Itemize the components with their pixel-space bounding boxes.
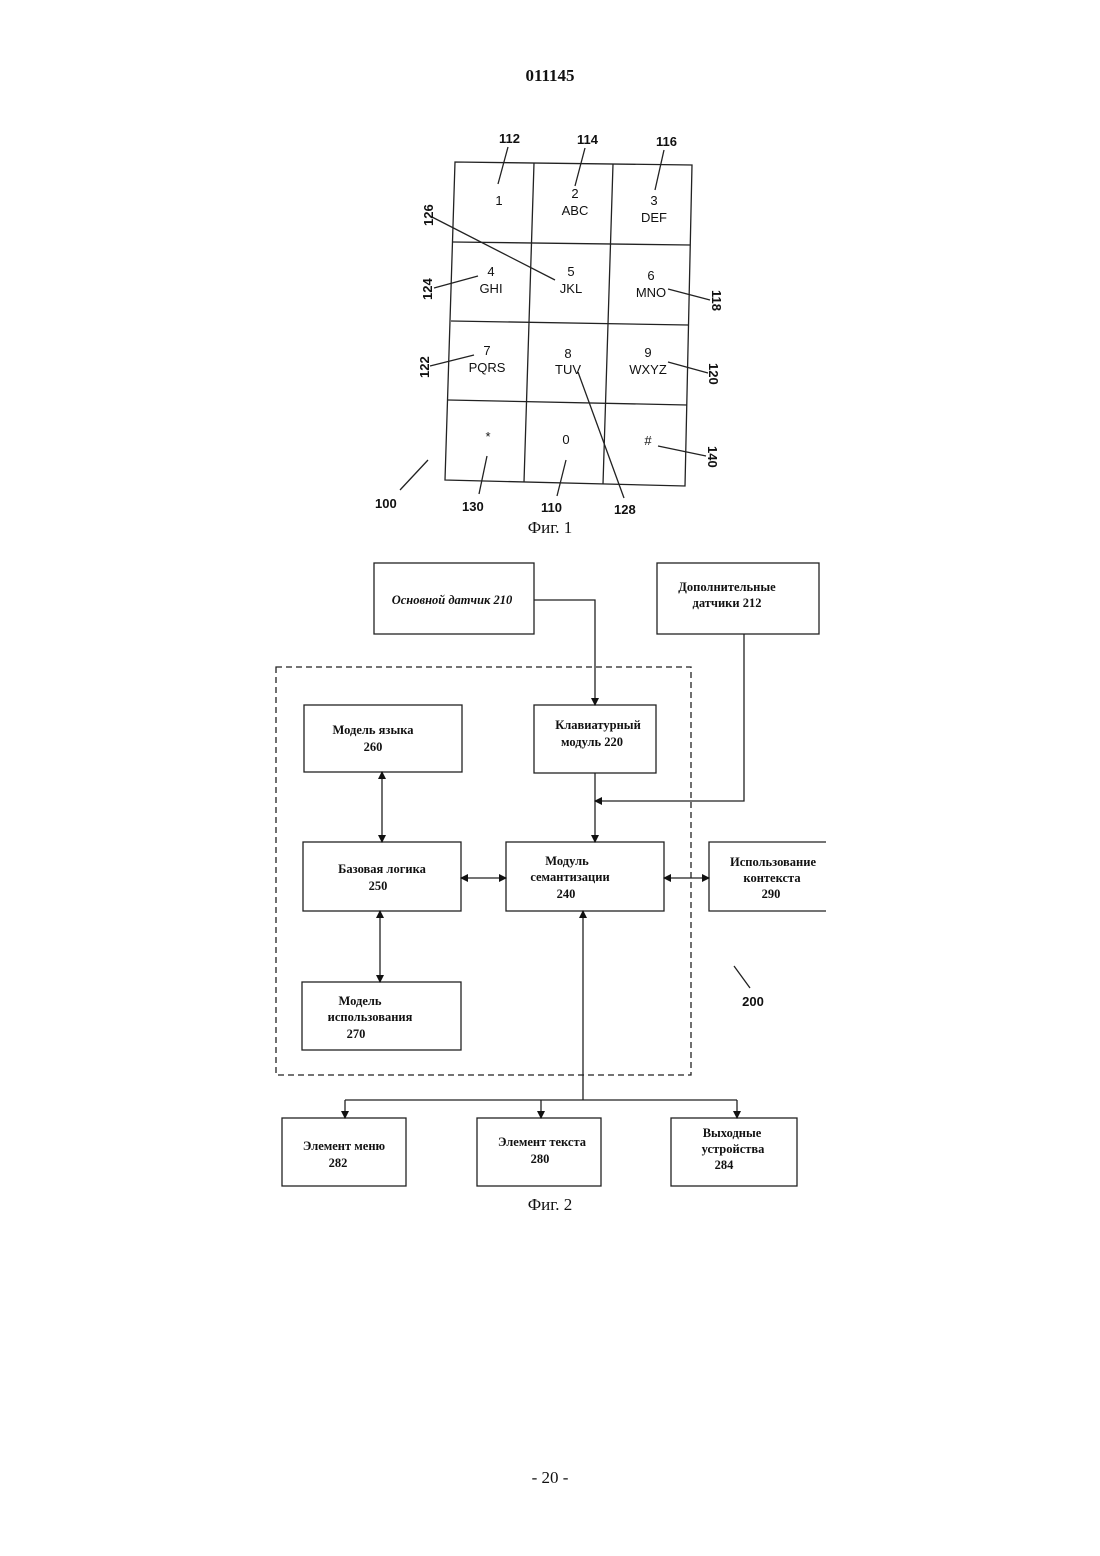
label-output-devices-line2: устройства — [702, 1142, 766, 1156]
leader-140 — [658, 446, 706, 456]
leader-110 — [557, 460, 566, 496]
key-0: 0 — [562, 432, 569, 447]
label-keyboard-module-line2: модуль 220 — [561, 735, 623, 749]
block-base-logic — [303, 842, 461, 911]
ref-122: 122 — [417, 356, 432, 378]
key-2: 2 — [571, 186, 578, 201]
keypad-row-divider-2 — [451, 321, 688, 325]
ref-100: 100 — [375, 496, 397, 511]
ref-112: 112 — [499, 131, 520, 146]
key-star: * — [485, 429, 490, 444]
leader-124 — [434, 276, 478, 288]
label-extra-sensors-line2: датчики 212 — [693, 596, 762, 610]
label-text-element-line2: 280 — [531, 1152, 550, 1166]
ref-116: 116 — [656, 134, 677, 149]
ref-110: 110 — [541, 500, 562, 515]
key-3: 3 — [650, 193, 657, 208]
leader-100 — [400, 460, 428, 490]
key-5-letters: JKL — [560, 281, 582, 296]
page-number: - 20 - — [0, 1468, 1100, 1488]
label-context-usage-line3: 290 — [762, 887, 781, 901]
label-semantization-line2: семантизации — [530, 870, 609, 884]
key-4-letters: GHI — [479, 281, 502, 296]
label-usage-model-line2: использования — [328, 1010, 413, 1024]
keypad-row-divider-1 — [453, 242, 690, 245]
key-9-letters: WXYZ — [629, 362, 667, 377]
key-7: 7 — [483, 343, 490, 358]
label-text-element-line1: Элемент текста — [498, 1135, 587, 1149]
leader-122 — [430, 355, 474, 366]
ref-114: 114 — [577, 132, 599, 147]
ref-130: 130 — [462, 499, 484, 514]
arrow-main-sensor-to-keyboard — [534, 600, 595, 705]
keypad-row-divider-3 — [448, 400, 687, 405]
key-8-letters: TUV — [555, 362, 581, 377]
key-6: 6 — [647, 268, 654, 283]
key-4: 4 — [487, 264, 494, 279]
label-context-usage-line2: контекста — [743, 871, 801, 885]
key-3-letters: DEF — [641, 210, 667, 225]
leader-114 — [575, 148, 585, 186]
ref-118: 118 — [709, 290, 724, 311]
key-8: 8 — [564, 346, 571, 361]
ref-128: 128 — [614, 502, 636, 517]
label-menu-element-line1: Элемент меню — [303, 1139, 386, 1153]
block-language-model — [304, 705, 462, 772]
label-semantization-line1: Модуль — [545, 854, 589, 868]
keypad-keys: 1 2 ABC 3 DEF 4 GHI 5 JKL 6 MNO 7 PQRS 8… — [469, 186, 667, 448]
key-5: 5 — [567, 264, 574, 279]
label-main-sensor: Основной датчик 210 — [392, 593, 513, 607]
block-labels: Основной датчик 210 Дополнительные датчи… — [303, 580, 817, 1172]
key-7-letters: PQRS — [469, 360, 506, 375]
ref-200: 200 — [742, 994, 764, 1009]
leader-112 — [498, 147, 508, 184]
leader-116 — [655, 150, 664, 190]
label-extra-sensors-line1: Дополнительные — [678, 580, 776, 594]
figure-2-caption: Фиг. 2 — [0, 1195, 1100, 1215]
keypad-reference-numerals: 112 114 116 126 124 118 122 120 140 100 … — [375, 131, 724, 517]
label-keyboard-module-line1: Клавиатурный — [555, 718, 641, 732]
label-base-logic-line1: Базовая логика — [338, 862, 426, 876]
ref-120: 120 — [706, 363, 721, 385]
label-context-usage-line1: Использование — [730, 855, 816, 869]
label-language-model-line1: Модель языка — [333, 723, 415, 737]
figure-1-caption: Фиг. 1 — [0, 518, 1100, 538]
key-6-letters: MNO — [636, 285, 666, 300]
label-semantization-line3: 240 — [557, 887, 576, 901]
label-language-model-line2: 260 — [364, 740, 383, 754]
label-output-devices-line1: Выходные — [703, 1126, 762, 1140]
ref-126: 126 — [421, 204, 436, 226]
leader-128 — [578, 372, 624, 498]
label-menu-element-line2: 282 — [329, 1156, 348, 1170]
leader-130 — [479, 456, 487, 494]
key-hash: # — [644, 433, 652, 448]
ref-124: 124 — [420, 278, 435, 300]
key-1: 1 — [495, 193, 502, 208]
label-base-logic-line2: 250 — [369, 879, 388, 893]
label-usage-model-line1: Модель — [338, 994, 381, 1008]
label-usage-model-line3: 270 — [347, 1027, 366, 1041]
keypad-figure — [400, 147, 710, 498]
leader-200 — [734, 966, 750, 988]
key-9: 9 — [644, 345, 651, 360]
label-output-devices-line3: 284 — [715, 1158, 735, 1172]
key-2-letters: ABC — [562, 203, 589, 218]
ref-140: 140 — [705, 446, 720, 468]
